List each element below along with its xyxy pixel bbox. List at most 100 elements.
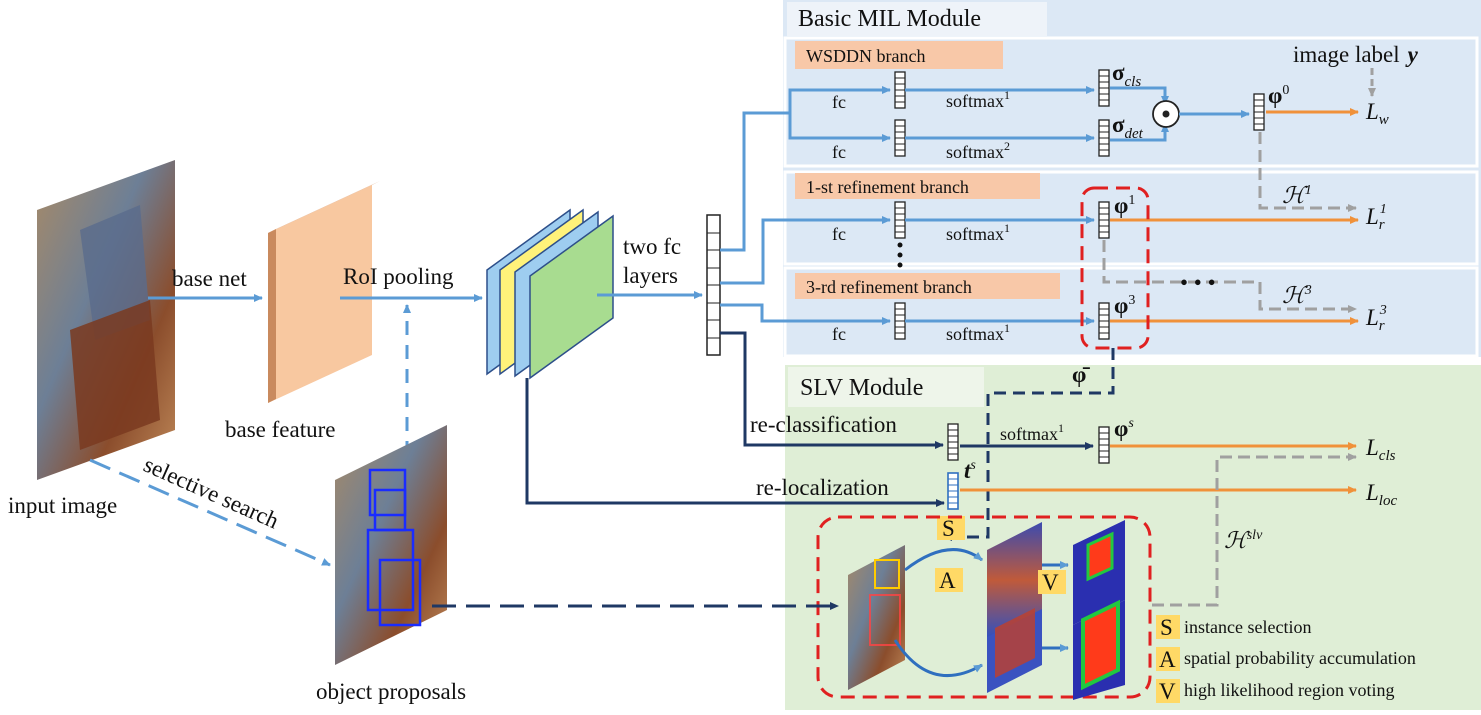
- sigma-det-label: σdet: [1112, 112, 1144, 142]
- softmax-label-2: softmax2: [946, 139, 1010, 162]
- fc-to-ref1-line: [720, 216, 891, 285]
- ref1-label: 1-st refinement branch: [806, 177, 969, 197]
- vertical-dots: [897, 242, 903, 268]
- two-fc-label-2: layers: [623, 263, 678, 288]
- legend-A-box: [1156, 647, 1180, 671]
- wsddn-label: WSDDN branch: [806, 46, 925, 66]
- vec-phis: [1098, 426, 1110, 464]
- cls-to-odot: [1110, 86, 1169, 105]
- Lloc-label: Lloc: [1365, 480, 1397, 509]
- S-key-letter: S: [942, 516, 955, 541]
- fc-label-1: fc: [832, 92, 846, 112]
- base-feature-slab: [268, 181, 380, 403]
- legend-A-text: spatial probability accumulation: [1184, 648, 1416, 668]
- roi-pooling-label: RoI pooling: [343, 264, 454, 289]
- stack-to-reloc-line: [525, 378, 945, 507]
- fc-to-wsddn-line: [720, 111, 790, 252]
- A-key-box: [935, 568, 963, 592]
- re-classification-label: re-classification: [750, 412, 897, 437]
- vec-wsddn-fc2: [894, 119, 906, 157]
- phi0-to-H1: [1258, 132, 1357, 212]
- wsddn-fork-bot: [788, 113, 891, 142]
- h-dots: • • •: [1180, 270, 1216, 295]
- input-image-label: input image: [8, 493, 117, 518]
- softmax-label-3: softmax1: [946, 221, 1010, 244]
- slv-title-bg: [788, 367, 984, 407]
- vec-wsddn-fc1: [894, 71, 906, 109]
- base-feature-label: base feature: [225, 417, 335, 442]
- fc-to-recls-line: [720, 331, 944, 449]
- A-key-letter: A: [939, 568, 956, 593]
- ref1-box: [783, 170, 1479, 266]
- softmax-label-slv: softmax1: [1000, 421, 1064, 444]
- legend-S-box: [1156, 615, 1180, 639]
- fc-label-4: fc: [832, 324, 846, 344]
- fc-label-2: fc: [832, 142, 846, 162]
- sigma-cls-label: σcls: [1112, 60, 1141, 90]
- vec-ref1-fc: [894, 201, 906, 239]
- legend-V-text: high likelihood region voting: [1184, 680, 1394, 700]
- roi-feature-stack: [486, 208, 614, 380]
- softmax-label-4: softmax1: [946, 321, 1010, 344]
- H3-label: ℋ3: [1282, 283, 1312, 308]
- fc-label-3: fc: [832, 224, 846, 244]
- ts-label: ts: [964, 458, 976, 483]
- phi3-label: φ3: [1114, 293, 1135, 318]
- ref3-tag: [795, 273, 1060, 299]
- phi1-to-H3: [1102, 240, 1357, 313]
- V-key-letter: V: [1042, 570, 1059, 595]
- re-localization-label: re-localization: [756, 475, 889, 500]
- slv-heatmap-A: [987, 522, 1042, 693]
- slv-module-title: SLV Module: [800, 375, 923, 401]
- Lcls-label: Lcls: [1365, 435, 1396, 464]
- legend-A-letter: A: [1159, 647, 1176, 672]
- slv-arc-top: [904, 548, 983, 572]
- vec-recls: [947, 423, 959, 461]
- two-fc-vector: [706, 214, 721, 356]
- slv-input-image: [848, 545, 905, 690]
- odot-dot: [1162, 110, 1170, 118]
- Hslv-label: ℋslv: [1224, 528, 1263, 553]
- V-key-box: [1038, 570, 1066, 594]
- legend-S-text: instance selection: [1184, 617, 1311, 637]
- phibar-label: φ̄: [1072, 362, 1090, 387]
- phibar-path: [943, 348, 1115, 541]
- slv-arc-bot: [893, 639, 983, 678]
- slv-heatmap-V: [1073, 520, 1125, 700]
- ref3-label: 3-rd refinement branch: [806, 277, 972, 297]
- base-net-label: base net: [172, 266, 247, 291]
- S-key-box: [937, 516, 965, 540]
- legend-V-box: [1156, 679, 1180, 703]
- wsddn-tag: [795, 41, 1003, 69]
- mil-title-bg: [787, 2, 1047, 36]
- object-proposals-label: object proposals: [316, 679, 466, 704]
- legend-V-letter: V: [1159, 679, 1176, 704]
- ref1-tag: [795, 173, 1040, 199]
- det-to-odot: [1110, 123, 1169, 142]
- softmax-label-1: softmax1: [946, 88, 1010, 111]
- phi1-label: φ1: [1114, 193, 1135, 218]
- legend-S-letter: S: [1160, 615, 1173, 640]
- Lw-label: Lw: [1365, 99, 1389, 128]
- vec-phi3: [1098, 302, 1110, 340]
- vec-sigma-cls: [1098, 69, 1110, 107]
- vec-ref3-fc: [894, 302, 906, 340]
- vec-ts: [947, 472, 959, 510]
- wsddn-fork-top: [788, 86, 891, 113]
- vec-sigma-det: [1098, 119, 1110, 157]
- vec-phi1: [1098, 201, 1110, 239]
- object-proposals-image: [335, 425, 447, 665]
- mil-module-title: Basic MIL Module: [798, 6, 981, 32]
- vec-phi0: [1253, 93, 1265, 131]
- selective-search-arrow: [89, 458, 331, 567]
- phi0-label: φ0: [1268, 83, 1289, 108]
- input-image: [37, 160, 175, 480]
- two-fc-label-1: two fc: [623, 234, 681, 259]
- fc-to-ref3-line: [720, 303, 891, 325]
- H1-label: ℋ1: [1282, 183, 1312, 208]
